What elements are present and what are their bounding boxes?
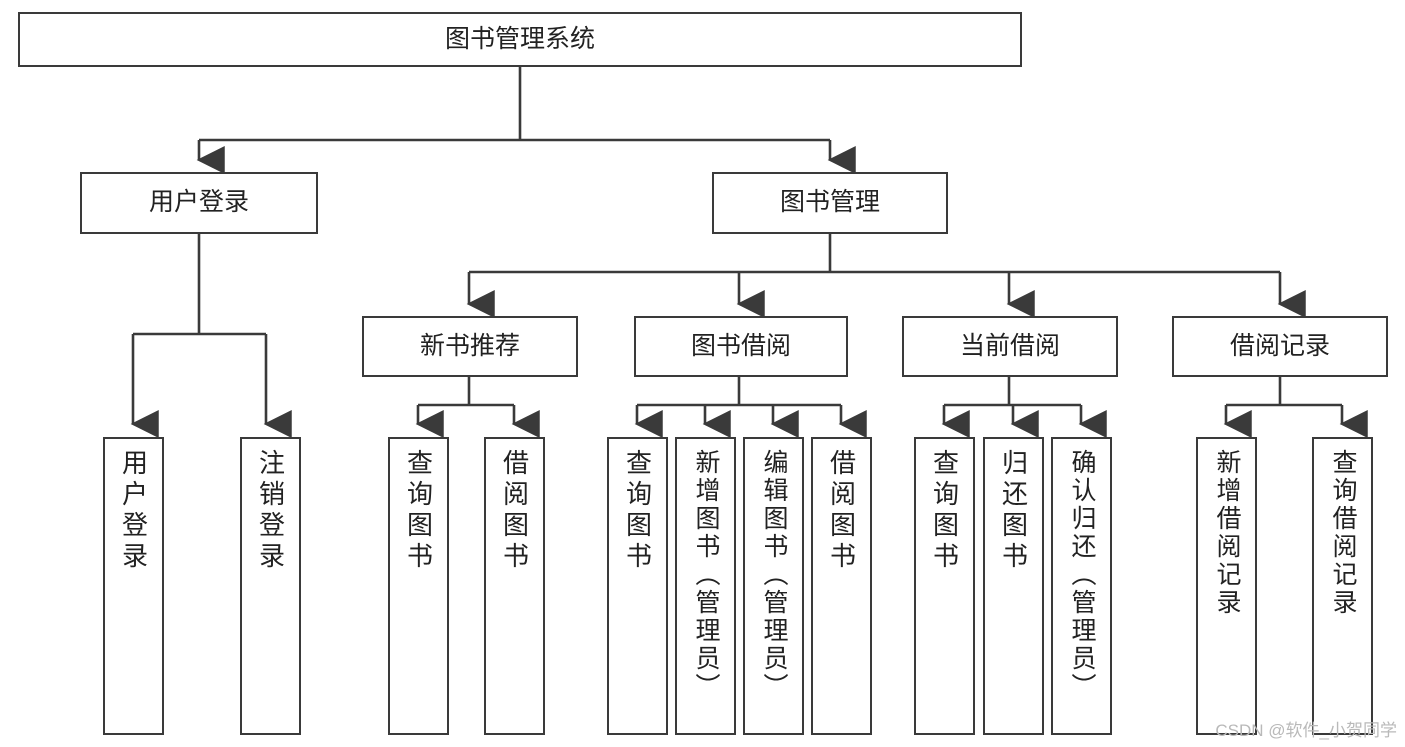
node-label: 用户登录 — [118, 449, 149, 573]
leaf-add-record[interactable]: 新增借阅记录 — [1196, 437, 1257, 735]
node-label: 借阅图书 — [499, 449, 530, 573]
node-label: 借阅记录 — [1229, 331, 1330, 360]
node-label: 当前借阅 — [959, 331, 1060, 360]
node-label: 查询图书 — [622, 449, 653, 573]
csdn-watermark: CSDN @软件_小贺同学 — [1215, 721, 1397, 740]
node-label: 查询图书 — [929, 449, 960, 573]
node-book-borrow[interactable]: 图书借阅 — [634, 316, 848, 377]
node-label: 图书管理 — [779, 188, 880, 217]
node-label: 确认归还（管理员） — [1068, 449, 1096, 701]
leaf-logout[interactable]: 注销登录 — [240, 437, 301, 735]
leaf-confirm-return[interactable]: 确认归还（管理员） — [1051, 437, 1112, 735]
node-new-book-recommend[interactable]: 新书推荐 — [362, 316, 578, 377]
leaf-borrow-book-1[interactable]: 借阅图书 — [484, 437, 545, 735]
leaf-return-book[interactable]: 归还图书 — [983, 437, 1044, 735]
node-label: 查询借阅记录 — [1329, 449, 1357, 617]
leaf-edit-book[interactable]: 编辑图书（管理员） — [743, 437, 804, 735]
node-label: 新书推荐 — [419, 331, 520, 360]
leaf-borrow-book-2[interactable]: 借阅图书 — [811, 437, 872, 735]
node-label: 新增借阅记录 — [1213, 449, 1241, 617]
node-label: 借阅图书 — [826, 449, 857, 573]
leaf-query-book-3[interactable]: 查询图书 — [914, 437, 975, 735]
leaf-query-book-2[interactable]: 查询图书 — [607, 437, 668, 735]
node-user-login[interactable]: 用户登录 — [80, 172, 318, 234]
node-current-borrow[interactable]: 当前借阅 — [902, 316, 1118, 377]
node-label: 注销登录 — [255, 449, 286, 573]
node-label: 图书借阅 — [690, 331, 791, 360]
node-label: 图书管理系统 — [444, 24, 595, 53]
node-label: 编辑图书（管理员） — [760, 449, 788, 701]
leaf-user-login[interactable]: 用户登录 — [103, 437, 164, 735]
leaf-add-book[interactable]: 新增图书（管理员） — [675, 437, 736, 735]
node-book-manage[interactable]: 图书管理 — [712, 172, 948, 234]
leaf-query-book-1[interactable]: 查询图书 — [388, 437, 449, 735]
node-borrow-record[interactable]: 借阅记录 — [1172, 316, 1388, 377]
node-label: 查询图书 — [403, 449, 434, 573]
node-label: 归还图书 — [998, 449, 1029, 573]
node-root-system[interactable]: 图书管理系统 — [18, 12, 1022, 67]
node-label: 用户登录 — [148, 188, 249, 217]
node-label: 新增图书（管理员） — [692, 449, 720, 701]
leaf-query-record[interactable]: 查询借阅记录 — [1312, 437, 1373, 735]
